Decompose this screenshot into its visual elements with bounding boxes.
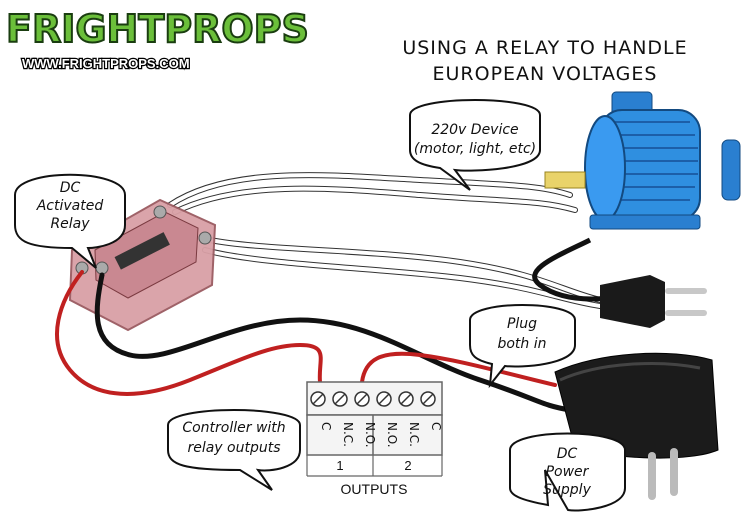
- power-callout-line-3: Supply: [543, 482, 591, 498]
- relay-callout: DC Activated Relay: [14, 173, 126, 269]
- dc-wires: [55, 270, 573, 413]
- title-line-2: EUROPEAN VOLTAGES: [433, 63, 658, 85]
- terminal-label: C: [429, 422, 443, 430]
- controller-callout-line-1: Controller with: [182, 420, 285, 436]
- plug-callout: Plug both in: [469, 304, 576, 389]
- relay-callout-line-3: Relay: [50, 216, 90, 232]
- plug-callout-line-2: both in: [497, 336, 546, 352]
- controller-callout-line-2: relay outputs: [187, 440, 280, 456]
- device-callout-line-2: (motor, light, etc): [414, 141, 536, 157]
- frightprops-logo: FRIGHTPROPS WWW.FRIGHTPROPS.COM: [5, 6, 310, 72]
- motor-cord: [532, 237, 611, 302]
- relay-callout-line-2: Activated: [36, 198, 104, 214]
- terminal-label: C: [319, 422, 333, 430]
- logo-text: FRIGHTPROPS: [6, 7, 309, 51]
- terminal-block: C N.C. N.O. N.O. N.C. C 1 2 OUTPUTS: [306, 381, 443, 497]
- power-callout-line-2: Power: [546, 464, 590, 480]
- controller-callout: Controller with relay outputs: [167, 409, 301, 491]
- device-callout: 220v Device (motor, light, etc): [409, 99, 541, 191]
- power-callout: DC Power Supply: [509, 432, 626, 512]
- terminal-label: N.C.: [407, 422, 421, 447]
- terminal-label: N.O.: [363, 422, 377, 448]
- plug-image: [600, 275, 707, 328]
- logo-url: WWW.FRIGHTPROPS.COM: [22, 56, 190, 71]
- output-group-1: 1: [336, 458, 343, 473]
- relay-callout-line-1: DC: [60, 180, 81, 196]
- mains-wires: [167, 172, 603, 309]
- outputs-caption: OUTPUTS: [341, 481, 408, 497]
- title-line-1: USING A RELAY TO HANDLE: [402, 37, 687, 59]
- plug-callout-line-1: Plug: [507, 316, 537, 332]
- terminal-label: N.O.: [385, 422, 399, 448]
- motor-image: [544, 91, 741, 230]
- output-group-2: 2: [404, 458, 411, 473]
- terminal-label: N.C.: [341, 422, 355, 447]
- power-callout-line-1: DC: [557, 446, 578, 462]
- power-supply-image: [554, 352, 719, 500]
- device-callout-line-1: 220v Device: [431, 122, 518, 138]
